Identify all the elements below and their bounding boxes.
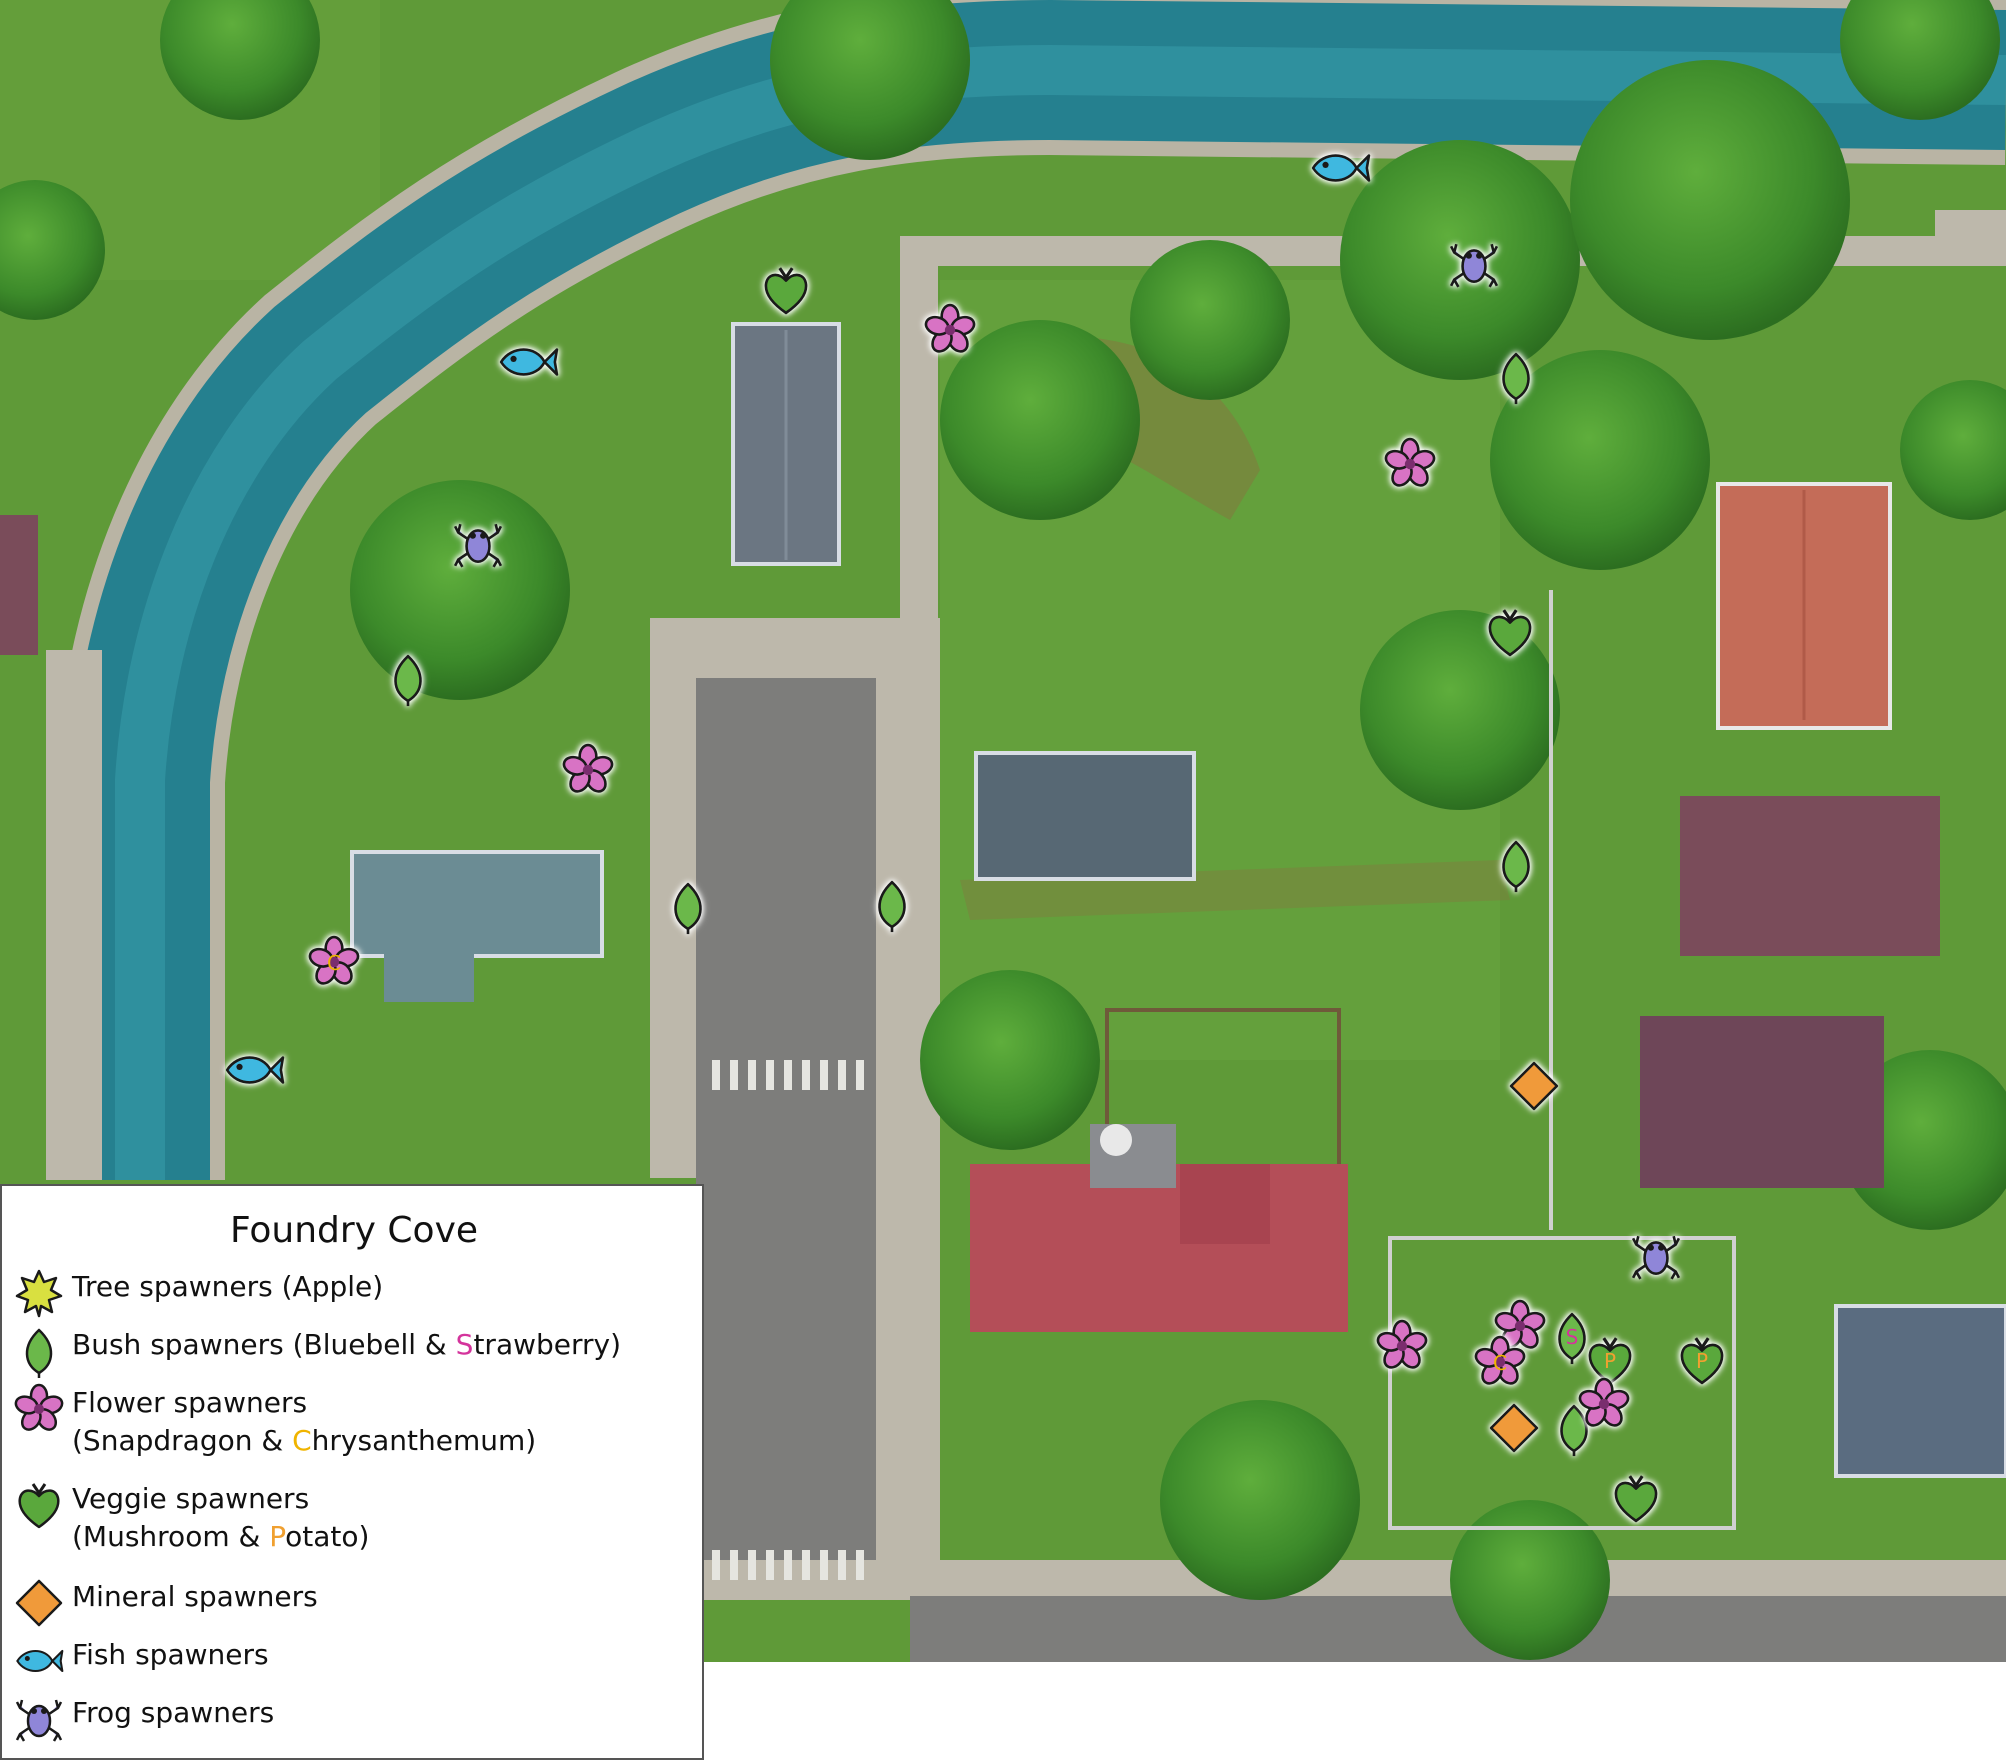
legend-text-part: Veggie spawners <box>72 1482 310 1515</box>
legend-row-bush: Bush spawners (Bluebell & Strawberry) <box>14 1326 621 1378</box>
legend-highlight-letter: P <box>269 1520 286 1553</box>
mineral-diamond-icon <box>14 1578 64 1628</box>
legend-text-part: (Snapdragon & <box>72 1424 293 1457</box>
legend-text-part: Frog spawners <box>72 1696 275 1729</box>
legend: Foundry Cove Tree spawners (Apple) Bush s… <box>0 1184 704 1760</box>
veggie-icon <box>14 1480 64 1530</box>
legend-title: Foundry Cove <box>229 1210 479 1251</box>
legend-row-frog: Frog spawners <box>14 1694 274 1742</box>
legend-label-veggie: Veggie spawners (Mushroom & Potato) <box>72 1480 369 1556</box>
legend-text-part: Fish spawners <box>72 1638 269 1671</box>
legend-row-veggie: Veggie spawners (Mushroom & Potato) <box>14 1480 369 1553</box>
fish-icon <box>14 1636 64 1686</box>
legend-label-fish: Fish spawners <box>72 1636 269 1674</box>
legend-text-part: Tree spawners (Apple) <box>72 1270 384 1303</box>
legend-highlight-letter: C <box>292 1424 312 1457</box>
legend-text-part: Bush spawners (Bluebell & <box>72 1328 456 1361</box>
apple-leaf-icon <box>14 1268 64 1318</box>
legend-label-flower: Flower spawners (Snapdragon & Chrysanthem… <box>72 1384 536 1460</box>
bush-leaf-icon <box>14 1326 64 1378</box>
legend-text-part: trawberry) <box>473 1328 622 1361</box>
map-background <box>0 0 2006 1662</box>
flower-icon <box>14 1383 64 1434</box>
legend-row-tree: Tree spawners (Apple) <box>14 1268 383 1318</box>
legend-text-part: Flower spawners <box>72 1386 308 1419</box>
legend-label-mineral: Mineral spawners <box>72 1578 318 1616</box>
frog-icon <box>14 1694 64 1744</box>
legend-label-frog: Frog spawners <box>72 1694 274 1732</box>
legend-row-fish: Fish spawners <box>14 1636 269 1684</box>
legend-text-part: hrysanthemum) <box>311 1424 537 1457</box>
legend-row-flower: Flower spawners (Snapdragon & Chrysanthem… <box>14 1383 536 1457</box>
legend-text-part: (Mushroom & <box>72 1520 270 1553</box>
legend-text-part: Mineral spawners <box>72 1580 318 1613</box>
legend-label-tree: Tree spawners (Apple) <box>72 1268 383 1306</box>
legend-highlight-letter: S <box>455 1328 474 1361</box>
legend-text-part: otato) <box>285 1520 370 1553</box>
legend-label-bush: Bush spawners (Bluebell & Strawberry) <box>72 1326 621 1364</box>
legend-row-mineral: Mineral spawners <box>14 1578 318 1628</box>
